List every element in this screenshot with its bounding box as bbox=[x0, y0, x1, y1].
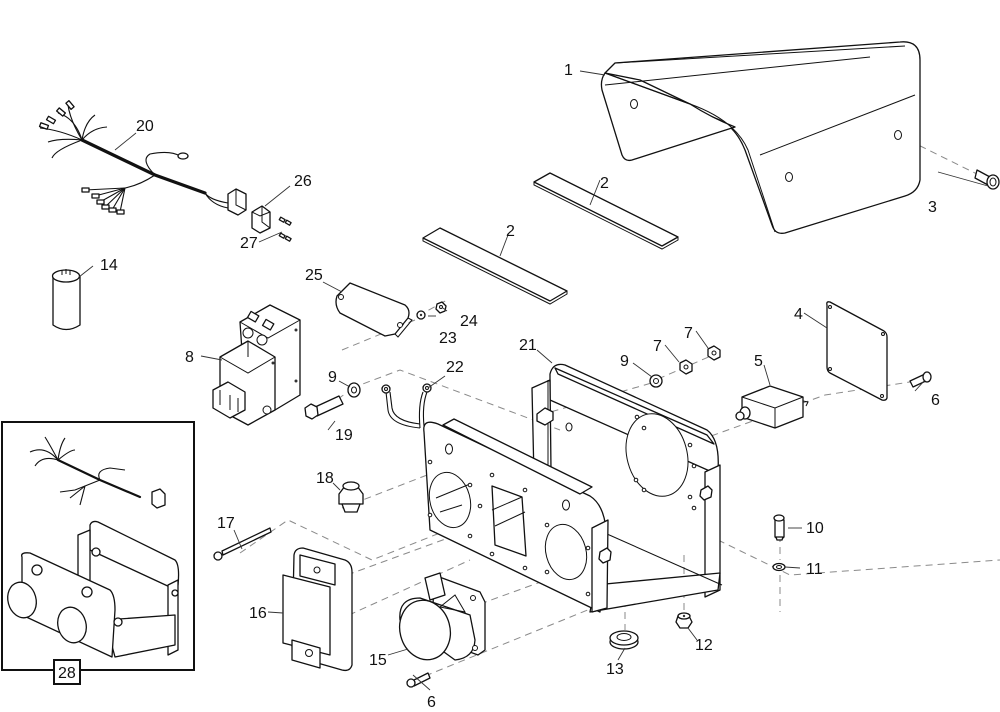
part-9-washer-left[interactable] bbox=[347, 382, 361, 398]
part-2-strip-upper[interactable] bbox=[533, 172, 679, 250]
callout-7-a: 7 bbox=[653, 338, 662, 355]
callout-3: 3 bbox=[928, 199, 937, 216]
callout-10: 10 bbox=[806, 520, 824, 537]
callout-2-lower: 2 bbox=[506, 223, 515, 240]
leader-lines bbox=[78, 70, 989, 691]
callout-11: 11 bbox=[806, 561, 823, 578]
part-6-screw-bottom[interactable] bbox=[406, 672, 431, 688]
callout-24: 24 bbox=[460, 313, 478, 330]
callout-2-upper: 2 bbox=[600, 175, 609, 192]
callout-5: 5 bbox=[754, 353, 763, 370]
callout-7-b: 7 bbox=[684, 325, 693, 342]
callout-16: 16 bbox=[249, 605, 267, 622]
callout-22: 22 bbox=[446, 359, 464, 376]
callout-17: 17 bbox=[217, 515, 235, 532]
callout-8: 8 bbox=[185, 349, 194, 366]
callout-6-bottom: 6 bbox=[427, 694, 436, 711]
callout-28: 28 bbox=[58, 665, 76, 682]
callouts: 1 2 2 3 4 5 6 6 7 7 8 9 9 10 11 12 13 14… bbox=[58, 62, 940, 711]
part-22-ground-cable[interactable] bbox=[381, 383, 432, 429]
callout-18: 18 bbox=[316, 470, 334, 487]
callout-12: 12 bbox=[695, 637, 713, 654]
inset-box bbox=[7, 520, 180, 658]
part-27-terminals[interactable] bbox=[278, 216, 292, 242]
part-4-cover-plate[interactable] bbox=[826, 301, 888, 401]
part-21-box-frame[interactable] bbox=[423, 363, 723, 613]
part-24-nut[interactable] bbox=[435, 301, 447, 314]
part-13-grommet[interactable] bbox=[609, 630, 639, 650]
part-26-connector[interactable] bbox=[251, 205, 271, 234]
inset-28-assembly[interactable] bbox=[1, 421, 195, 685]
part-12-flange-nut[interactable] bbox=[675, 612, 693, 629]
part-14-capacitor[interactable] bbox=[51, 269, 81, 331]
part-2-strip-lower[interactable] bbox=[422, 227, 568, 305]
callout-27: 27 bbox=[240, 235, 258, 252]
callout-19: 19 bbox=[335, 427, 353, 444]
part-15-panel-socket[interactable] bbox=[393, 572, 486, 665]
part-11-washer[interactable] bbox=[772, 562, 786, 572]
part-10-socket-head-screw[interactable] bbox=[773, 514, 785, 541]
callout-21: 21 bbox=[519, 337, 537, 354]
callout-6-right: 6 bbox=[931, 392, 940, 409]
callout-4: 4 bbox=[794, 306, 803, 323]
part-8-circuit-breaker[interactable] bbox=[212, 304, 301, 426]
part-1-cover[interactable] bbox=[600, 41, 921, 234]
callout-1: 1 bbox=[564, 62, 573, 79]
callout-9-left: 9 bbox=[328, 369, 337, 386]
part-23-washer[interactable] bbox=[416, 310, 426, 320]
part-9-washer-right[interactable] bbox=[649, 374, 663, 388]
part-18-cap-nut[interactable] bbox=[338, 481, 364, 513]
part-7-nut-a[interactable] bbox=[679, 359, 693, 375]
inset-harness bbox=[29, 436, 166, 509]
part-5-push-breaker[interactable] bbox=[735, 385, 809, 429]
part-6-screw-right[interactable] bbox=[909, 371, 932, 388]
part-20-wiring-harness[interactable] bbox=[38, 100, 247, 216]
callout-13: 13 bbox=[606, 661, 624, 678]
callout-20: 20 bbox=[136, 118, 154, 135]
part-25-plate[interactable] bbox=[335, 282, 413, 338]
callout-26: 26 bbox=[294, 173, 312, 190]
part-7-nut-b[interactable] bbox=[707, 345, 721, 361]
callout-9-right: 9 bbox=[620, 353, 629, 370]
callout-14: 14 bbox=[100, 257, 118, 274]
part-16-covered-socket[interactable] bbox=[282, 547, 353, 672]
callout-25: 25 bbox=[305, 267, 323, 284]
part-3-flange-screw[interactable] bbox=[974, 169, 1000, 190]
part-19-bolt[interactable] bbox=[304, 395, 344, 420]
callout-23: 23 bbox=[439, 330, 457, 347]
callout-15: 15 bbox=[369, 652, 387, 669]
part-17-long-screw[interactable] bbox=[213, 527, 272, 561]
